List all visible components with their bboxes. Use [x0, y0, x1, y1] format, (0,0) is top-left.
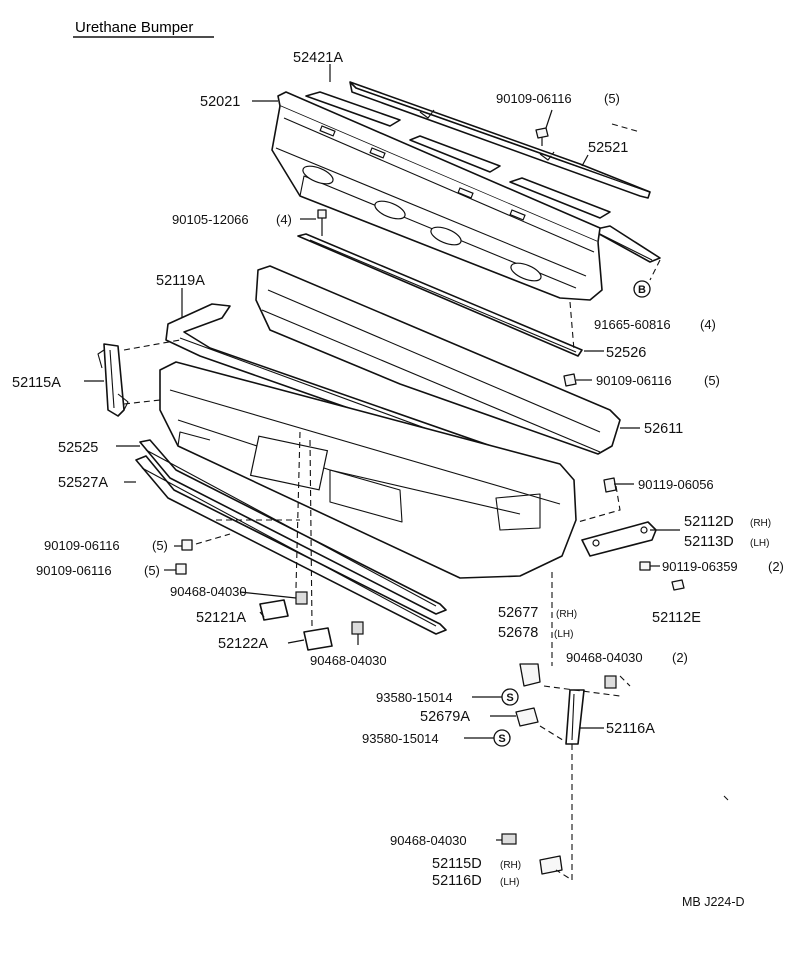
svg-text:B: B — [638, 284, 646, 296]
label-52521: 52521 — [588, 140, 628, 156]
label-93580-15014-b: 93580-15014 — [362, 731, 439, 746]
label-90109-06116-left-1-qty: (5) — [152, 538, 168, 553]
part-52521-strip — [349, 81, 661, 263]
label-52678: 52678 — [498, 625, 538, 641]
label-90109-06116-top: 90109-06116 — [496, 91, 572, 106]
svg-text:S: S — [506, 692, 513, 704]
nut-90468-04030-b-shape — [351, 621, 364, 635]
part-52116a-stay — [565, 689, 585, 745]
part-52115a-bracket — [97, 343, 129, 417]
part-52526-strip — [297, 233, 583, 357]
nut-90468-04030-a-shape — [295, 591, 308, 605]
label-52116d-side: (LH) — [500, 877, 519, 888]
label-52678-side: (LH) — [554, 629, 573, 640]
label-52121a: 52121A — [196, 610, 246, 626]
label-52112e: 52112E — [652, 610, 701, 626]
label-52021: 52021 — [200, 94, 240, 110]
label-52677: 52677 — [498, 605, 538, 621]
label-90119-06056: 90119-06056 — [638, 477, 714, 492]
bolt-top-90109-shape — [535, 127, 549, 146]
nut-90468-04030-c-shape — [604, 675, 617, 689]
label-91665-60816-qty: (4) — [700, 317, 716, 332]
label-90119-06359: 90119-06359 — [662, 559, 738, 574]
part-52679a-clip — [515, 707, 539, 727]
label-52525: 52525 — [58, 440, 98, 456]
label-52119a: 52119A — [156, 273, 205, 289]
part-52115d-clip — [539, 855, 563, 875]
label-90109-06116-left-2: 90109-06116 — [36, 563, 112, 578]
label-90468-04030-a: 90468-04030 — [170, 584, 247, 599]
diagram-title: Urethane Bumper — [75, 19, 193, 36]
label-90105-12066: 90105-12066 — [172, 212, 249, 227]
label-52115a: 52115A — [12, 375, 61, 391]
bolt-left-2-shape — [175, 563, 187, 575]
leader-lines — [84, 64, 680, 841]
label-52526: 52526 — [606, 345, 646, 361]
label-90109-06116-left-2-qty: (5) — [144, 563, 160, 578]
part-52611-bumper-cover — [255, 265, 621, 455]
label-90105-12066-qty: (4) — [276, 212, 292, 227]
nut-90468-04030-d-shape — [501, 833, 517, 845]
part-52121a-bracket — [259, 599, 289, 621]
label-90468-04030-c-qty: (2) — [672, 650, 688, 665]
assembly-dash-lines — [123, 123, 729, 881]
label-52677-side: (RH) — [556, 609, 577, 620]
label-90109-06116-top-qty: (5) — [604, 91, 620, 106]
symbol-s-2: S — [493, 729, 511, 747]
label-93580-15014-a: 93580-15014 — [376, 690, 453, 705]
labels: 52421A 52021 90109-06116 (5) 52521 90105… — [12, 50, 784, 909]
label-90109-06116-mid-qty: (5) — [704, 373, 720, 388]
label-90468-04030-c: 90468-04030 — [566, 650, 643, 665]
part-52122a-bracket — [303, 627, 333, 651]
part-52525-52527a-strips — [135, 439, 447, 635]
label-52115d: 52115D — [432, 856, 482, 872]
label-52113d-side: (LH) — [750, 538, 769, 549]
label-90109-06116-left-1: 90109-06116 — [44, 538, 120, 553]
symbol-b: B — [633, 280, 651, 298]
label-52611: 52611 — [644, 421, 683, 437]
bolt-90119-06359-shape — [639, 561, 651, 571]
svg-text:S: S — [498, 733, 505, 745]
label-52679a: 52679A — [420, 709, 470, 725]
label-52116a: 52116A — [606, 721, 655, 737]
label-52112d-side: (RH) — [750, 518, 771, 529]
label-90468-04030-d: 90468-04030 — [390, 833, 467, 848]
bolt-left-1-shape — [181, 539, 193, 551]
bolt-90119-06056-shape — [603, 477, 617, 493]
bolt-90105-shape — [317, 209, 327, 236]
part-52021-reinforcement — [271, 91, 603, 301]
label-52421a: 52421A — [293, 50, 343, 66]
part-52421a-strip — [305, 81, 651, 219]
label-90119-06359-qty: (2) — [768, 559, 784, 574]
part-bumper-lower-body — [159, 361, 577, 579]
label-52113d: 52113D — [684, 534, 734, 550]
label-52122a: 52122A — [218, 636, 268, 652]
label-52115d-side: (RH) — [500, 860, 521, 871]
bolt-mid-90109-shape — [563, 373, 577, 387]
label-52116d: 52116D — [432, 873, 482, 889]
label-90109-06116-mid: 90109-06116 — [596, 373, 672, 388]
label-91665-60816: 91665-60816 — [594, 317, 671, 332]
label-52112d: 52112D — [684, 514, 734, 530]
part-52677-clip — [519, 663, 541, 687]
symbol-s-1: S — [501, 688, 519, 706]
bolt-52112e-shape — [671, 579, 685, 591]
part-52112d-side-bracket — [581, 521, 657, 557]
label-52527a: 52527A — [58, 475, 108, 491]
label-90468-04030-b: 90468-04030 — [310, 653, 387, 668]
diagram-ref-code: MB J224-D — [682, 895, 745, 909]
